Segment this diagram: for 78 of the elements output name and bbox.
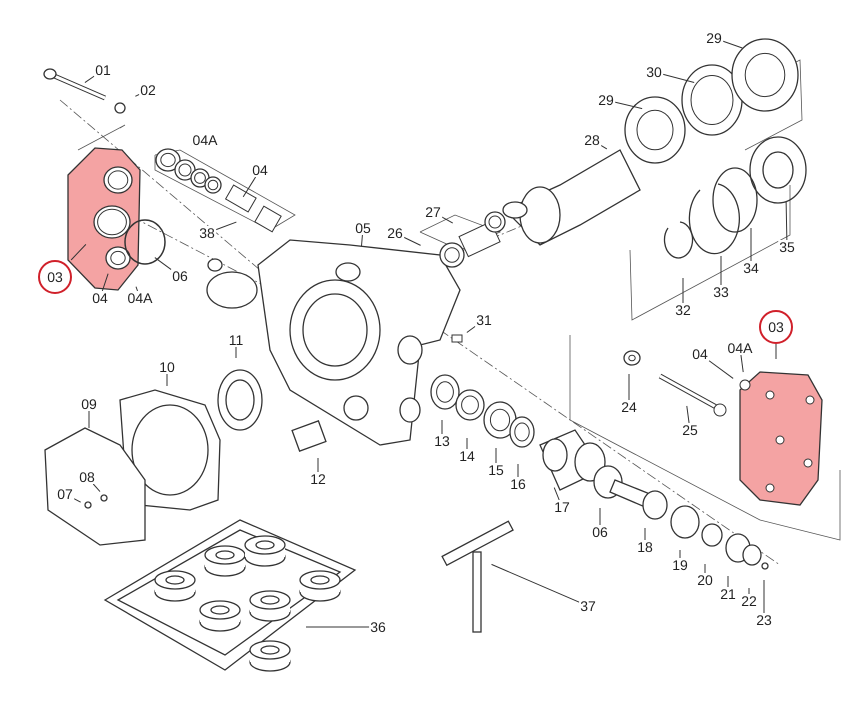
callout-number: 04A (192, 133, 218, 147)
leader-line (644, 528, 646, 540)
callout-number: 17 (553, 500, 571, 514)
leader-line (628, 374, 630, 400)
leader-line (786, 202, 788, 240)
callout-number: 08 (78, 470, 96, 484)
leader-line (466, 326, 476, 333)
circled-callout-number: 03 (38, 260, 72, 294)
callout-number: 04 (91, 291, 109, 305)
leader-line (662, 74, 695, 83)
leader-line (215, 222, 237, 230)
callout-number: 24 (620, 400, 638, 414)
leader-line (748, 588, 750, 594)
callout-number: 19 (671, 558, 689, 572)
leader-line (154, 257, 172, 270)
callout-number: 02 (139, 83, 157, 97)
leader-line (554, 487, 560, 500)
callout-number: 36 (369, 620, 387, 634)
callout-number: 12 (309, 472, 327, 486)
leader-line (306, 626, 370, 628)
callout-number: 23 (755, 613, 773, 627)
callout-number: 05 (354, 221, 372, 235)
leader-line (614, 102, 643, 110)
leader-line (361, 234, 363, 247)
callout-number: 09 (80, 397, 98, 411)
callout-number: 28 (583, 133, 601, 147)
callout-number: 04A (726, 341, 754, 355)
leader-line (740, 354, 744, 373)
callout-number: 04A (126, 291, 154, 305)
callout-number: 07 (56, 487, 74, 501)
callout-number: 34 (742, 261, 760, 275)
callout-number: 04 (691, 347, 709, 361)
callout-number: 06 (591, 525, 609, 539)
callout-number: 06 (171, 269, 189, 283)
leader-line (84, 76, 95, 84)
callout-number: 14 (458, 449, 476, 463)
callout-number: 26 (386, 226, 404, 240)
callout-number: 22 (740, 594, 758, 608)
callout-number: 38 (198, 226, 216, 240)
leader-line (242, 176, 256, 198)
leader-line (722, 40, 743, 48)
callout-number: 01 (94, 63, 112, 77)
callout-number: 13 (433, 434, 451, 448)
callout-number: 35 (778, 240, 796, 254)
callout-number: 31 (475, 313, 493, 327)
callout-number: 11 (228, 333, 244, 347)
leader-line (166, 374, 168, 386)
leader-line (403, 236, 422, 246)
circled-callout-number: 03 (759, 310, 793, 344)
callout-number: 21 (719, 587, 737, 601)
callout-number: 10 (158, 360, 176, 374)
callout-number: 33 (712, 285, 730, 299)
leader-line (102, 273, 109, 292)
callout-number: 32 (674, 303, 692, 317)
callout-number: 37 (579, 599, 597, 613)
callout-number: 29 (597, 93, 615, 107)
callout-number: 25 (681, 423, 699, 437)
leader-line (441, 216, 454, 224)
callout-number: 18 (636, 540, 654, 554)
callout-number: 15 (487, 463, 505, 477)
callout-number: 16 (509, 477, 527, 491)
callout-number: 29 (705, 31, 723, 45)
leader-line (750, 228, 752, 262)
leader-line (466, 438, 468, 450)
leader-line (708, 360, 734, 379)
leader-line (686, 405, 690, 424)
leader-line (70, 244, 86, 260)
leader-line (136, 286, 138, 292)
leader-line (704, 564, 706, 574)
callout-number: 30 (645, 65, 663, 79)
leader-line (88, 410, 90, 428)
callout-number: 04 (251, 163, 269, 177)
callout-number: 27 (424, 205, 442, 219)
leader-line (682, 278, 684, 304)
leader-line (720, 256, 722, 286)
leader-line (92, 484, 100, 492)
leader-line (491, 564, 580, 603)
callout-number: 20 (696, 573, 714, 587)
